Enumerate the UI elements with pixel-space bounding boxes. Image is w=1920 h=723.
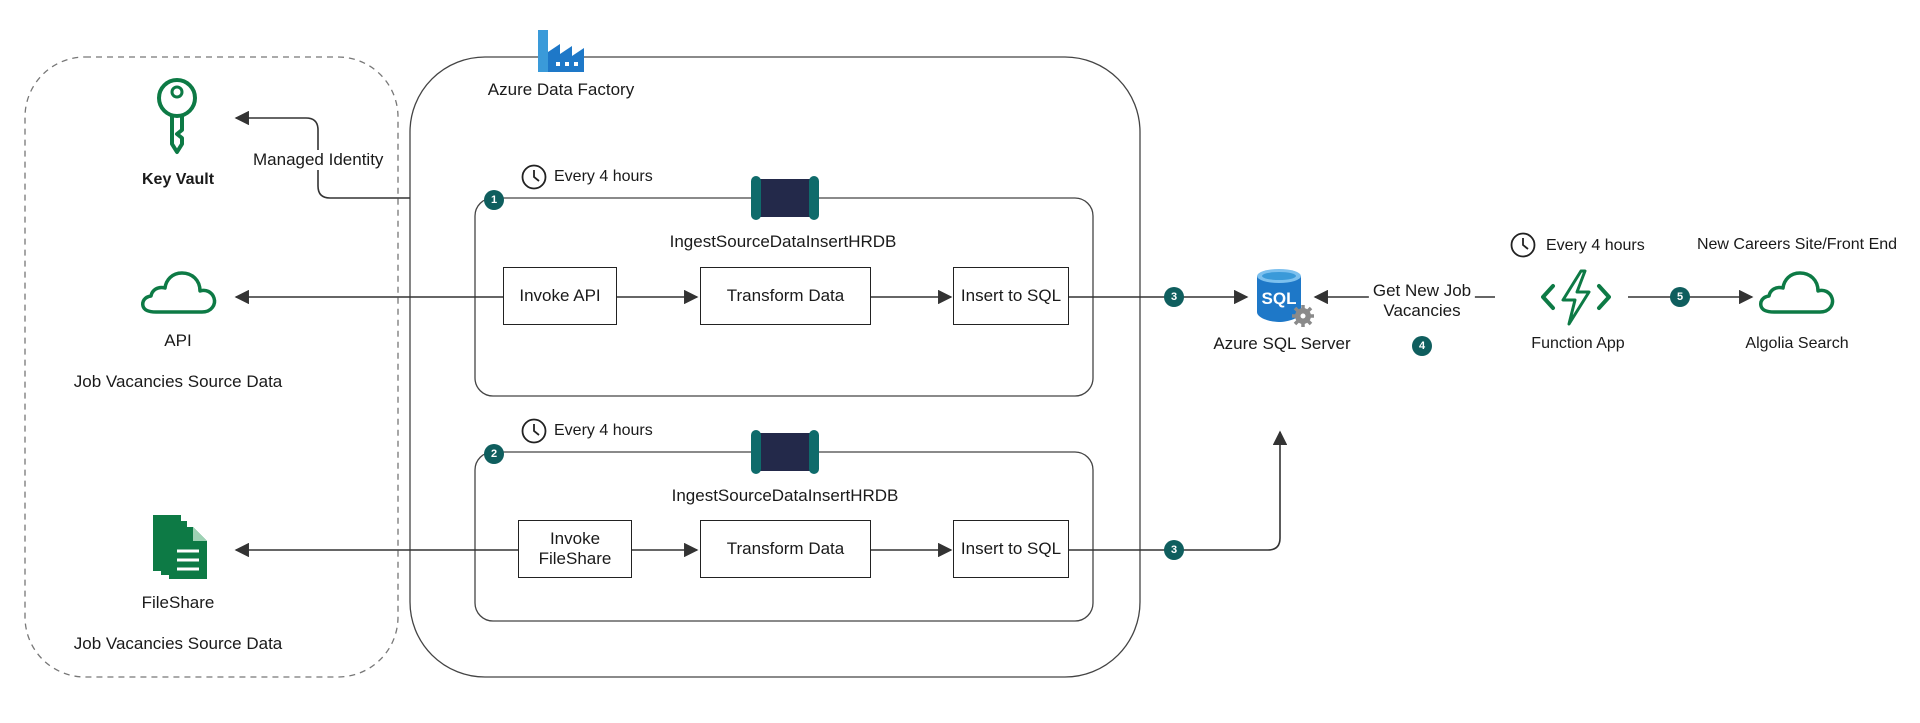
api-label: API xyxy=(164,331,192,350)
cloud-icon xyxy=(141,271,217,314)
function-schedule-label: Every 4 hours xyxy=(1546,237,1645,254)
function-bolt-icon xyxy=(1541,269,1611,326)
schedule-label: Every 4 hours xyxy=(554,422,653,439)
documents-icon xyxy=(153,515,207,579)
cloud-icon xyxy=(1759,271,1835,314)
key-icon xyxy=(157,78,197,154)
insert-to-sql-arrow-2 xyxy=(1069,430,1288,551)
step-badge-3: 3 xyxy=(1164,540,1184,560)
data-factory-title: Azure Data Factory xyxy=(487,80,635,99)
pipeline-icon xyxy=(751,430,819,474)
clock-icon xyxy=(521,164,547,190)
pipeline-name: IngestSourceDataInsertHRDB xyxy=(669,232,897,251)
sql-server-label: Azure SQL Server xyxy=(1213,334,1351,353)
careers-site-caption: New Careers Site/Front End xyxy=(1696,236,1898,253)
invoke-fileshare-activity: Invoke FileShare xyxy=(518,520,632,578)
api-source-caption: Job Vacancies Source Data xyxy=(73,372,283,391)
key-vault-label: Key Vault xyxy=(141,171,215,188)
function-app-label: Function App xyxy=(1531,335,1625,352)
factory-icon xyxy=(538,30,584,72)
step-badge-4: 4 xyxy=(1412,336,1432,356)
step-badge-2: 2 xyxy=(484,444,504,464)
step-badge-5: 5 xyxy=(1670,287,1690,307)
insert-to-sql-activity: Insert to SQL xyxy=(953,520,1069,578)
fileshare-source-caption: Job Vacancies Source Data xyxy=(73,634,283,653)
clock-icon xyxy=(521,418,547,444)
source-systems-group xyxy=(24,56,399,678)
sql-icon-text: SQL xyxy=(1262,289,1297,308)
transform-data-activity: Transform Data xyxy=(700,520,871,578)
get-new-jobs-label: Get New Job Vacancies xyxy=(1368,281,1476,322)
pipeline-icon xyxy=(751,176,819,220)
insert-to-sql-activity: Insert to SQL xyxy=(953,267,1069,325)
clock-icon xyxy=(1510,232,1536,258)
invoke-api-activity: Invoke API xyxy=(503,267,617,325)
step-badge-3: 3 xyxy=(1164,287,1184,307)
step-badge-1: 1 xyxy=(484,190,504,210)
fileshare-label: FileShare xyxy=(141,593,215,612)
managed-identity-label: Managed Identity xyxy=(251,150,386,171)
algolia-label: Algolia Search xyxy=(1745,335,1849,352)
schedule-label: Every 4 hours xyxy=(554,168,653,185)
data-factory-container xyxy=(409,56,1141,678)
pipeline-name: IngestSourceDataInsertHRDB xyxy=(671,486,899,505)
sql-database-icon: SQL xyxy=(1257,269,1314,327)
transform-data-activity: Transform Data xyxy=(700,267,871,325)
